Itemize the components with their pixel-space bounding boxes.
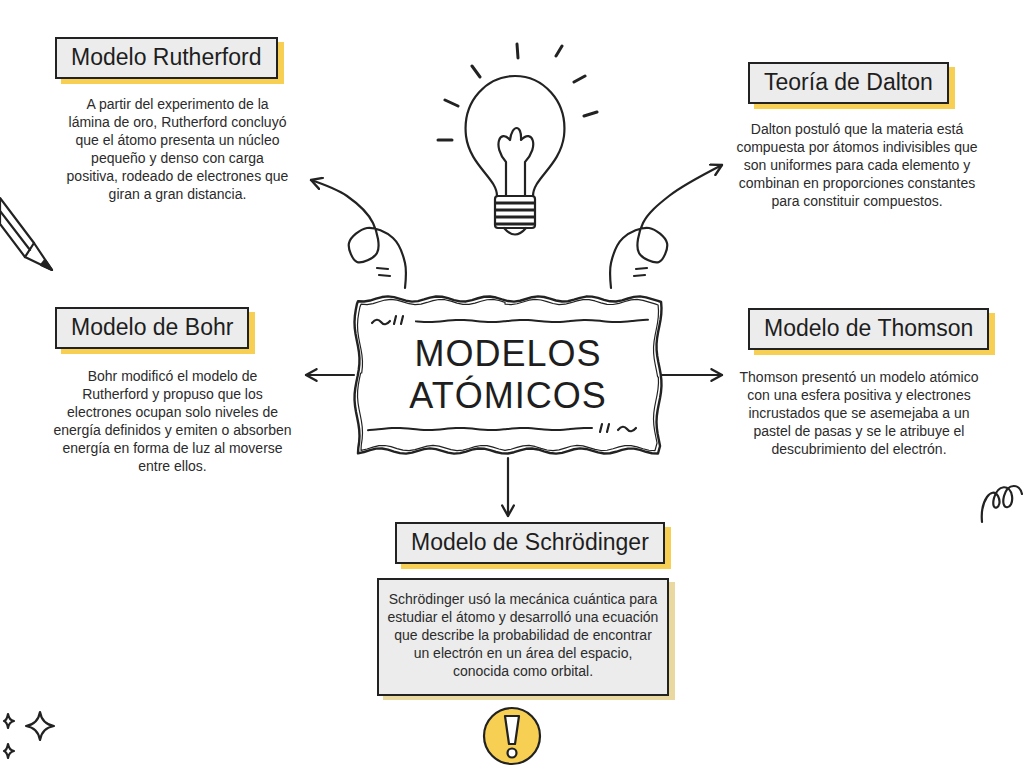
model-description: Schrödinger usó la mecánica cuántica par… [377, 578, 669, 696]
model-node: Teoría de DaltonDalton postuló que la ma… [728, 62, 986, 210]
exclamation-dot [508, 749, 517, 758]
sparkle-star [26, 712, 54, 740]
model-heading: Modelo de Thomson [748, 308, 989, 350]
lightbulb-filament [498, 128, 533, 196]
model-node: Modelo de SchrödingerSchrödinger usó la … [377, 522, 669, 696]
connector-arrow [306, 374, 354, 376]
pencil [0, 198, 52, 270]
decor-line [416, 320, 648, 322]
model-heading: Teoría de Dalton [748, 62, 949, 104]
lightbulb [466, 76, 565, 196]
connector-arrow [507, 458, 509, 516]
model-node: Modelo de ThomsonThomson presentó un mod… [728, 308, 990, 458]
exclamation-badge [484, 708, 540, 764]
model-heading: Modelo de Bohr [55, 307, 249, 349]
wavy-outline [355, 296, 662, 453]
exclamation-mark [505, 716, 519, 744]
quote-mark [372, 316, 403, 324]
lightbulb-tip [504, 228, 526, 235]
quote-mark [600, 424, 636, 432]
model-node: Modelo de BohrBohr modificó el modelo de… [45, 307, 300, 475]
lightbulb-bands [496, 203, 534, 224]
sparkle-star [4, 714, 14, 728]
connector-arrow [311, 180, 406, 288]
model-heading: Modelo de Schrödinger [395, 522, 665, 564]
lightbulb-base [495, 196, 535, 228]
scribble-loops [982, 486, 1022, 522]
light-rays [438, 44, 597, 140]
pencil-tip [41, 260, 52, 270]
central-topic: MODELOS ATÓMICOS [350, 290, 666, 460]
decor-line [368, 428, 592, 430]
tick-marks [377, 268, 647, 276]
model-description: Thomson presentó un modelo atómico con u… [728, 368, 990, 458]
model-description: Bohr modificó el modelo de Rutherford y … [45, 367, 300, 475]
central-title: MODELOS ATÓMICOS [398, 333, 618, 417]
model-description: A partir del experimento de la lámina de… [50, 95, 305, 203]
wavy-outline-inner [358, 299, 659, 450]
pencil-detail [0, 211, 34, 257]
model-node: Modelo Rutherford A partir del experiment… [50, 37, 305, 203]
connector-arrow [662, 374, 722, 376]
connector-arrow [610, 165, 722, 288]
sparkle-star [4, 744, 14, 758]
model-heading: Modelo Rutherford [55, 37, 278, 79]
model-description: Dalton postuló que la materia está compu… [728, 120, 986, 210]
